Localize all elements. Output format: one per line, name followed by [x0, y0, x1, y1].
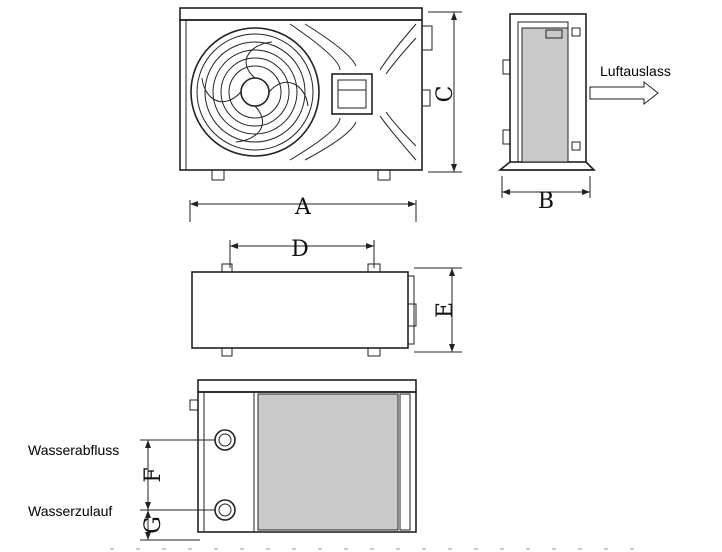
front-view: C	[179, 7, 462, 181]
water-drain-label: Wasserabfluss	[28, 442, 119, 458]
rear-view: F G Wasserabfluss Wasserzulauf	[28, 379, 417, 541]
air-outlet-label: Luftauslass	[600, 63, 671, 79]
control-display	[331, 73, 373, 115]
water-inlet-label: Wasserzulauf	[28, 503, 112, 519]
side-view: B Luftauslass	[497, 13, 671, 214]
top-view: A D E	[189, 195, 462, 357]
front-panel-pattern	[289, 23, 417, 161]
dimension-c-label: C	[433, 86, 458, 103]
dimension-a-label: A	[294, 195, 312, 220]
water-inlet-fitting	[214, 499, 236, 521]
dimension-e-label: E	[433, 302, 458, 318]
water-drain-fitting	[214, 429, 236, 451]
air-outlet-arrow	[589, 80, 659, 106]
dimension-g-label: G	[141, 516, 166, 534]
dimension-d-label: D	[291, 237, 309, 262]
dimension-f-label: F	[141, 467, 166, 482]
dimension-b-label: B	[538, 189, 554, 214]
fan-grille	[190, 27, 320, 157]
